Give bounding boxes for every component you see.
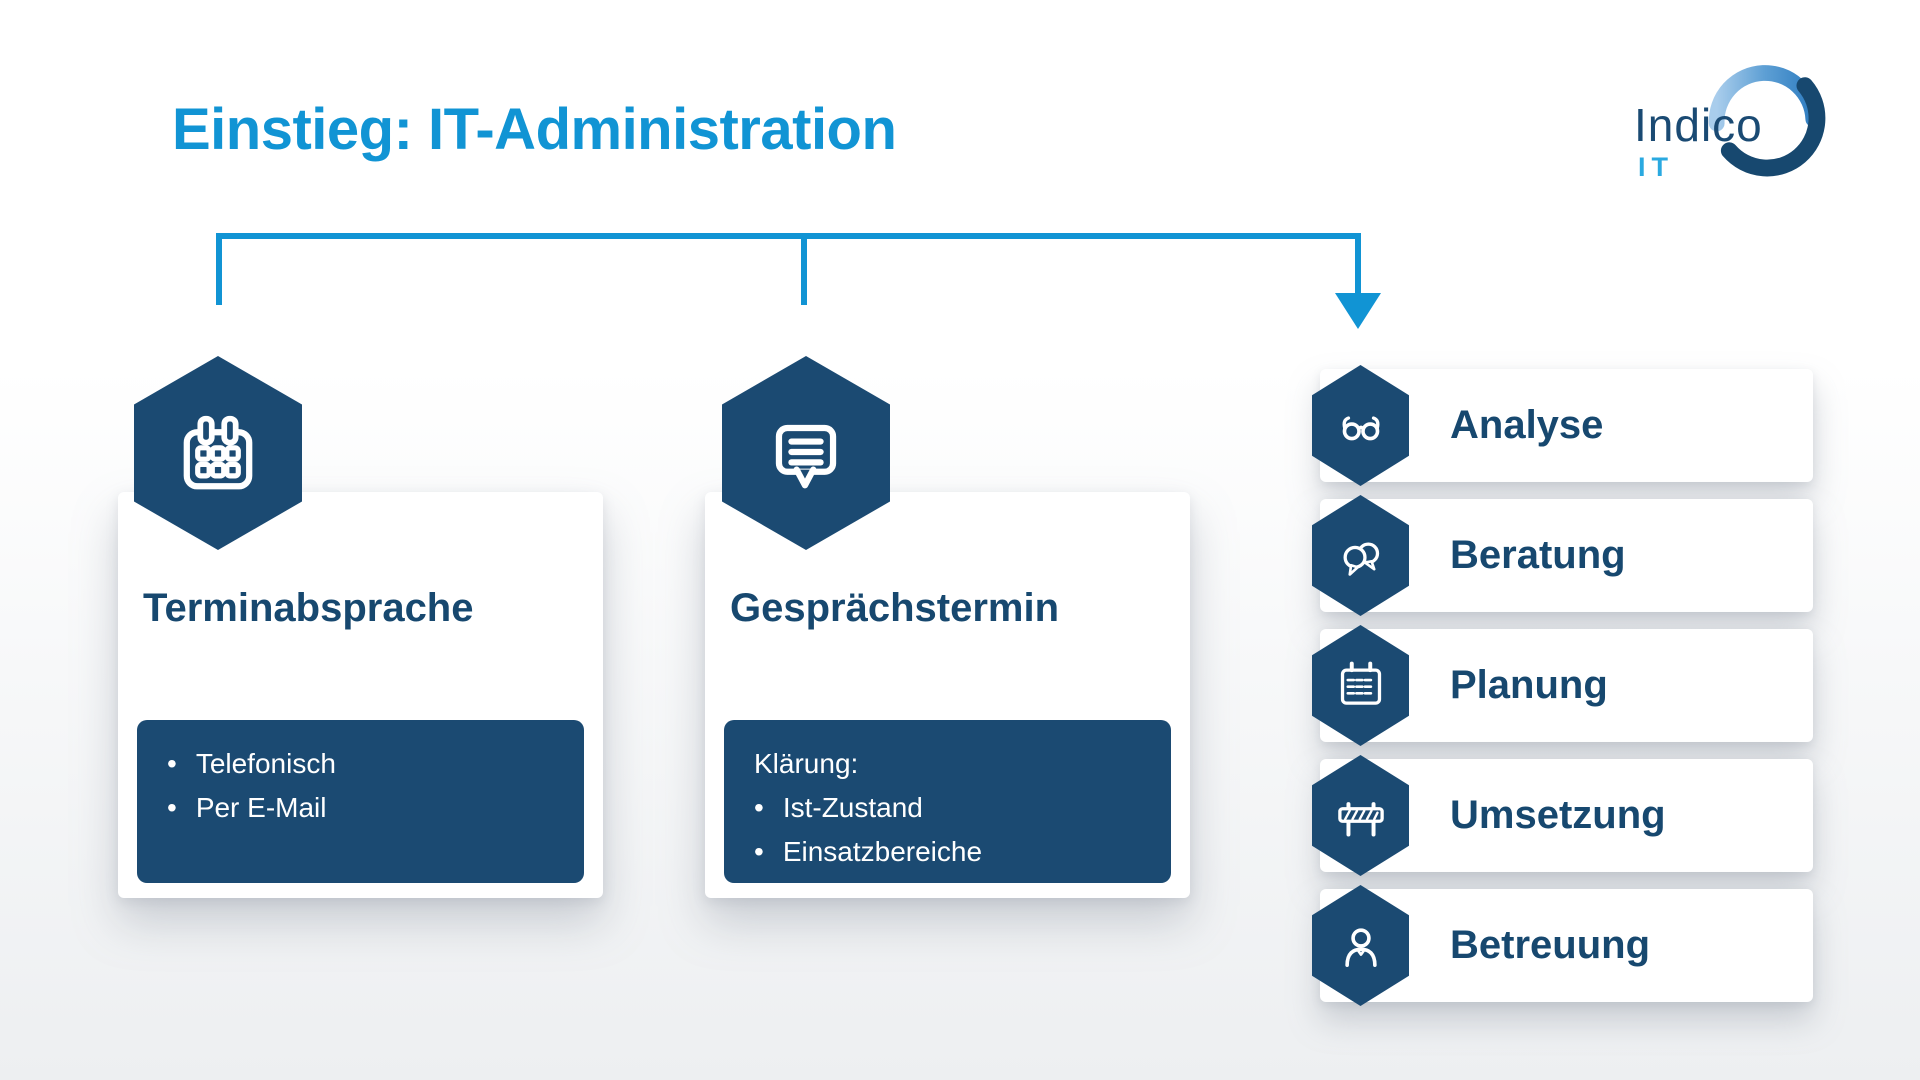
calendar-icon	[183, 415, 253, 490]
connector-drop-left	[216, 233, 222, 305]
card-detail-box: Telefonisch Per E-Mail	[137, 720, 584, 883]
arrowhead-down-icon	[1335, 293, 1381, 329]
logo-brand-text: Indico	[1634, 99, 1763, 151]
step-label: Umsetzung	[1450, 793, 1666, 837]
bullet-item: Ist-Zustand	[754, 786, 1153, 830]
page-title: Einstieg: IT-Administration	[172, 97, 897, 162]
logo-swirl-icon	[1708, 65, 1826, 177]
calendar-grid-icon	[1340, 661, 1381, 705]
connector-drop-middle	[801, 233, 807, 305]
bullet-item: Einsatzbereiche	[754, 830, 1153, 874]
card-heading: Terminabsprache	[143, 586, 474, 630]
card-heading: Gesprächstermin	[730, 586, 1060, 630]
bullet-item: Telefonisch	[167, 742, 566, 786]
detail-box-header: Klärung:	[754, 748, 859, 779]
barrier-icon	[1337, 801, 1384, 836]
step-label: Planung	[1450, 663, 1608, 707]
glasses-icon	[1342, 415, 1379, 440]
chat-bubbles-icon	[1343, 541, 1379, 576]
step-label: Analyse	[1450, 403, 1604, 447]
card-terminabsprache: Terminabsprache Telefonisch Per E-Mail	[118, 492, 603, 898]
person-icon	[1344, 927, 1377, 967]
step-label: Betreuung	[1450, 923, 1650, 967]
connector-drop-right	[1355, 233, 1361, 295]
speech-bubble-icon	[775, 424, 837, 489]
hexagon-badge	[134, 356, 302, 550]
bullet-item: Per E-Mail	[167, 786, 566, 830]
step-label: Beratung	[1450, 533, 1626, 577]
card-gespraechstermin: Gesprächstermin Klärung: Ist-Zustand Ein…	[705, 492, 1190, 898]
logo-division-text: IT	[1638, 152, 1674, 182]
card-detail-box: Klärung: Ist-Zustand Einsatzbereiche	[724, 720, 1171, 883]
company-logo: Indico IT	[1630, 38, 1900, 193]
connector-line-horizontal	[216, 233, 1361, 239]
